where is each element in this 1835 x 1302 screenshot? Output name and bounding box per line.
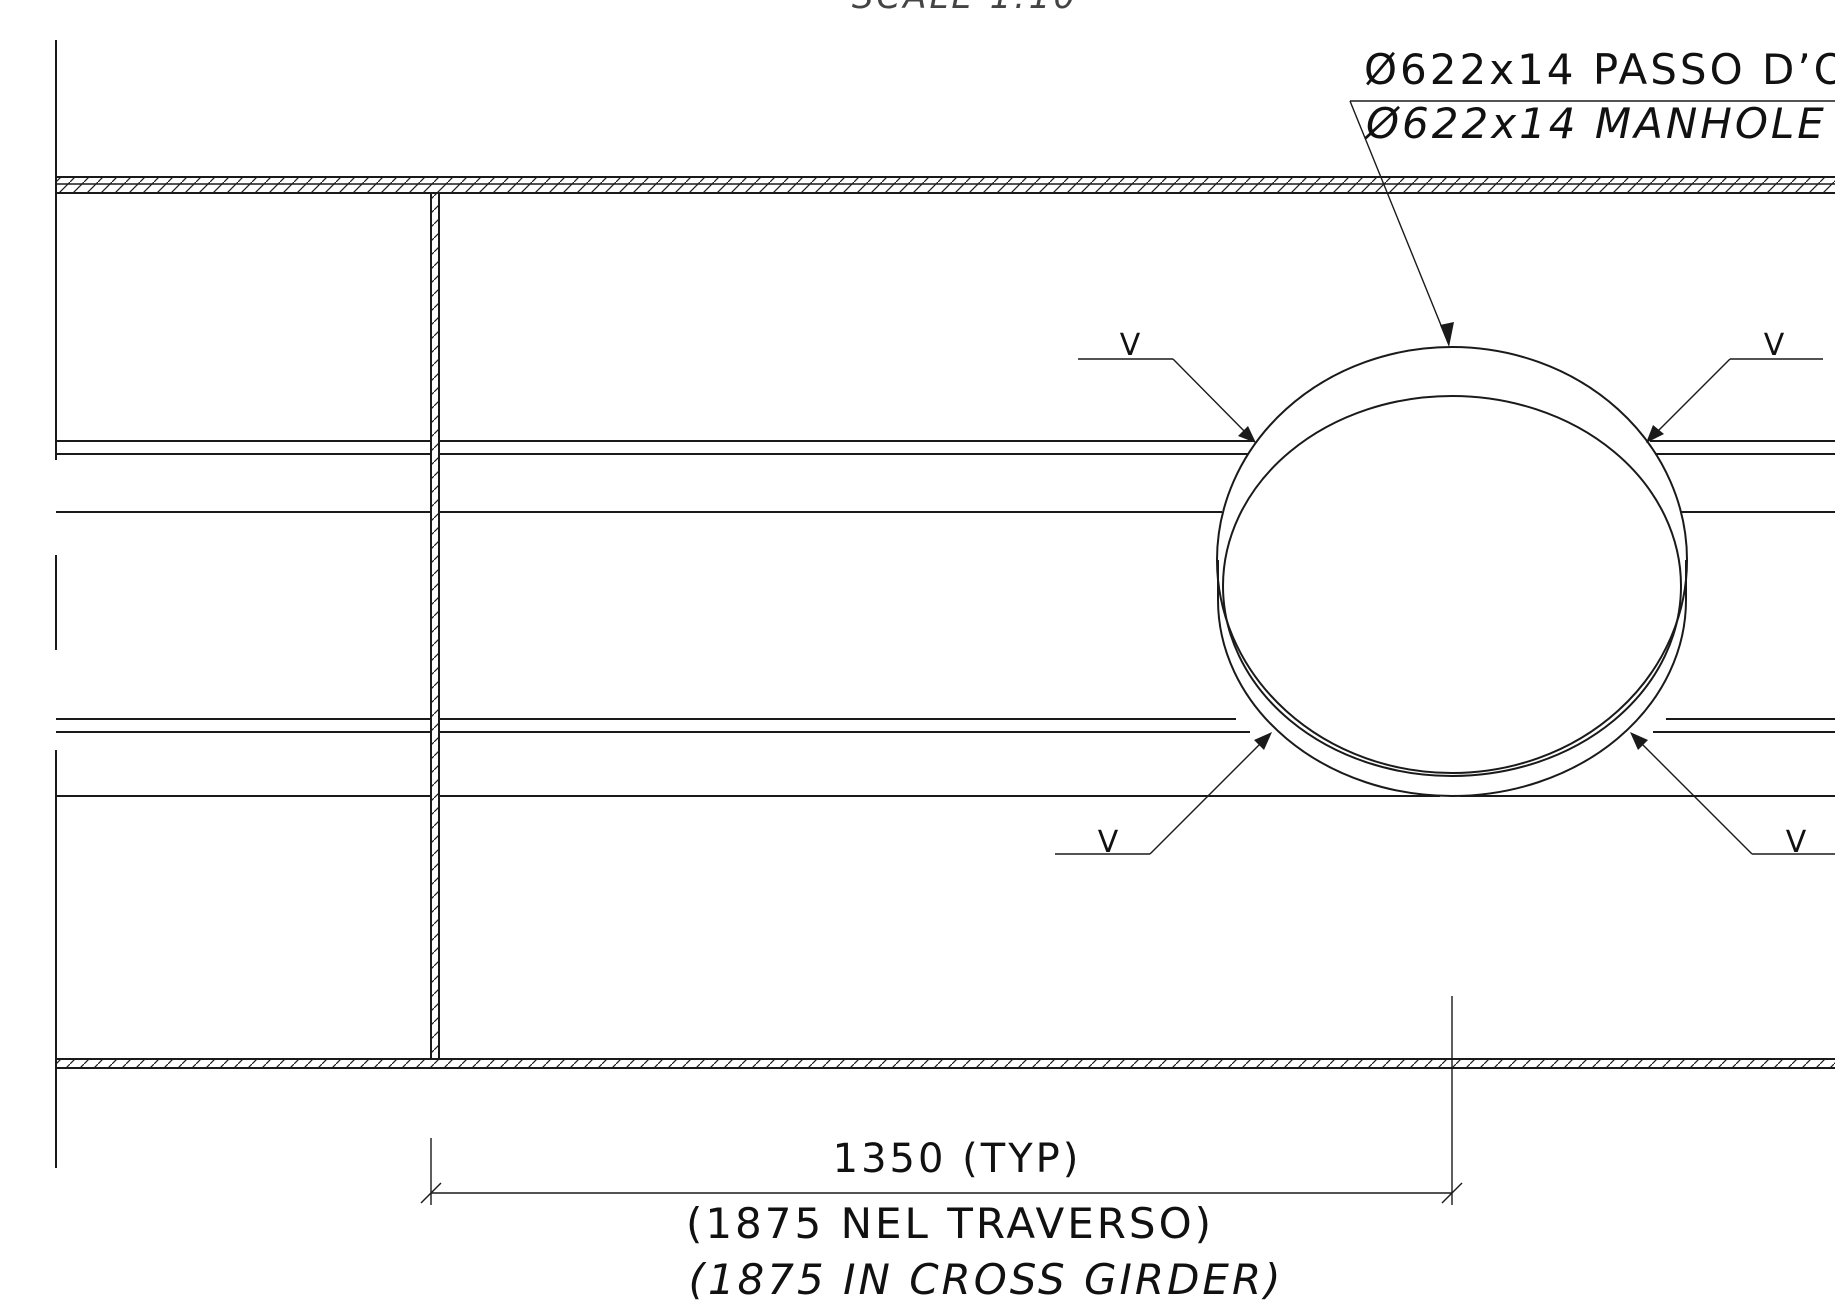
weld-symbol: V <box>1120 328 1141 363</box>
weld-symbol: V <box>1098 825 1119 860</box>
weld-callout-top-left: V <box>1078 328 1256 443</box>
top-flange-plate <box>56 176 1835 194</box>
dimension-1350 <box>420 996 1463 1205</box>
scale-label: SCALE 1:10 <box>852 0 1078 17</box>
dimension-value: 1350 (TYP) <box>833 1136 1082 1182</box>
manhole-label-it: Ø622x14 PASSO D’OUM <box>1364 45 1835 94</box>
weld-callout-top-right: V <box>1646 328 1823 443</box>
dimension-note-it: (1875 NEL TRAVERSO) <box>686 1199 1214 1248</box>
manhole-leader <box>1349 100 1835 347</box>
weld-callout-bottom-right: V <box>1630 732 1835 860</box>
manhole-label-en: Ø622x14 MANHOLE <box>1364 99 1827 148</box>
weld-callout-bottom-left: V <box>1055 732 1272 860</box>
manhole-tube <box>1216 346 1688 797</box>
bottom-flange-plate <box>56 1058 1835 1069</box>
weld-symbol: V <box>1786 825 1807 860</box>
dimension-note-en: (1875 IN CROSS GIRDER) <box>688 1255 1283 1302</box>
vertical-stiffener <box>430 193 440 1059</box>
weld-symbol: V <box>1764 328 1785 363</box>
lower-longitudinal-stiffener <box>56 718 1835 797</box>
upper-longitudinal-stiffener <box>56 440 1835 513</box>
